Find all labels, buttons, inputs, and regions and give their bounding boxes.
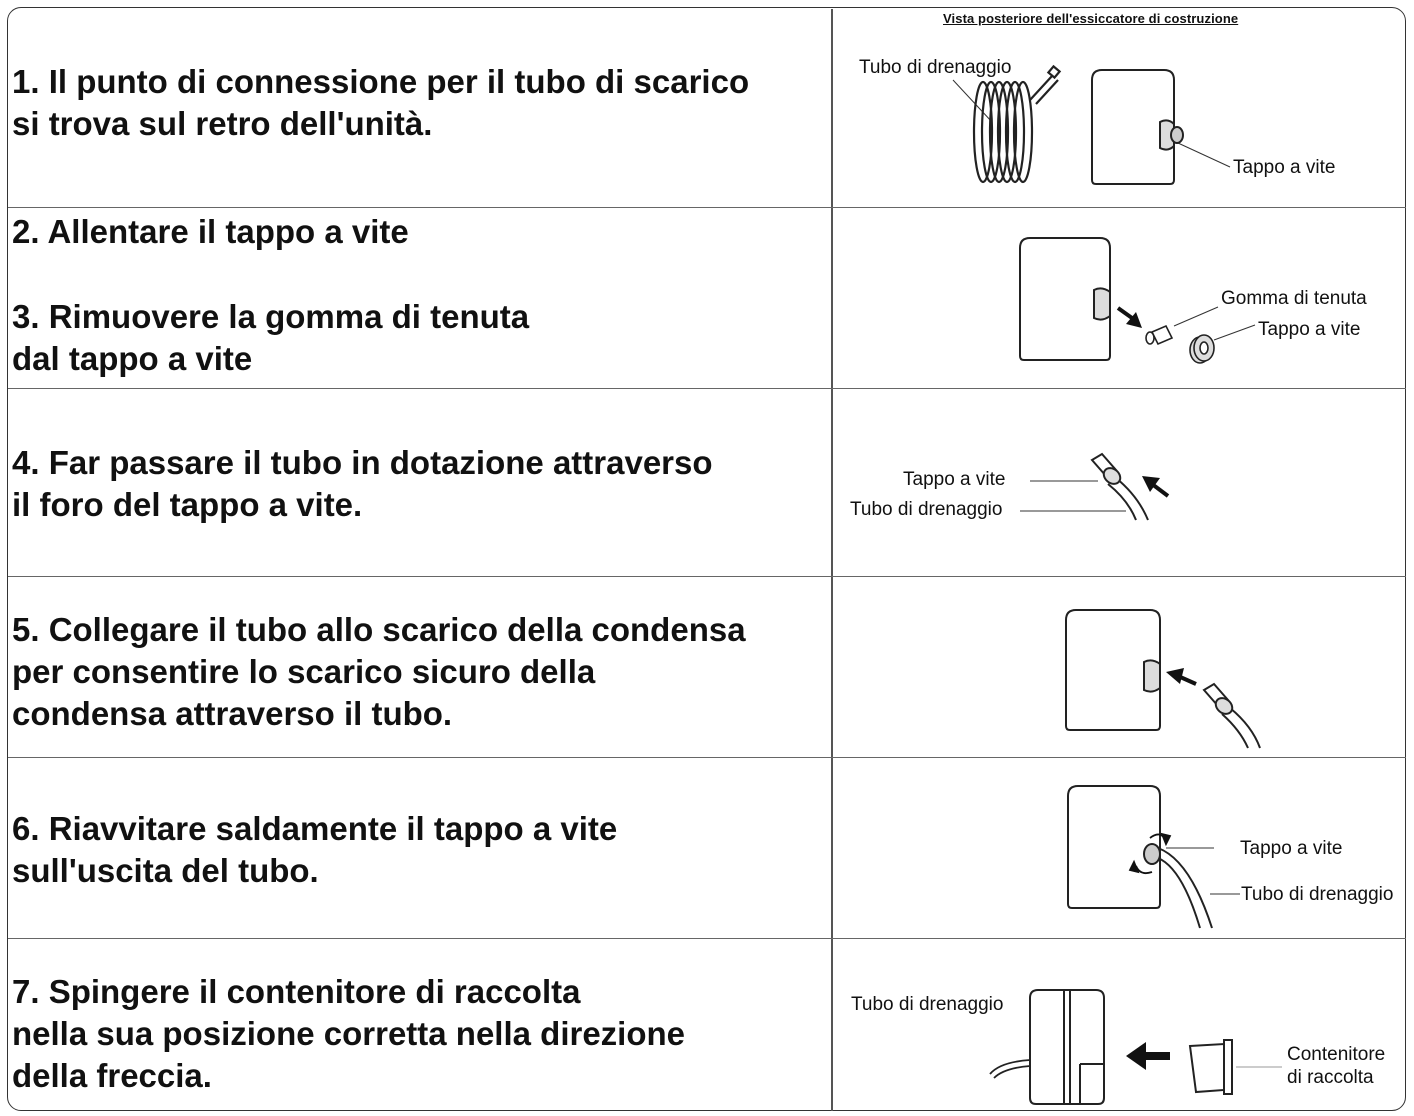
step-3-line-1: 3. Rimuovere la gomma di tenuta	[12, 298, 530, 335]
step-5-line-1: 5. Collegare il tubo allo scarico della …	[12, 611, 746, 648]
row2-illustration	[1010, 230, 1270, 370]
coiled-hose-icon	[974, 66, 1060, 182]
dryer-unit-icon	[1092, 70, 1183, 184]
step-5-line-2: per consentire lo scarico sicuro della	[12, 653, 596, 690]
row-divider	[8, 757, 1406, 758]
label-screw-cap-5: Tappo a vite	[1240, 838, 1343, 859]
label-drain-hose-3: Tubo di drenaggio	[850, 499, 1003, 520]
step-3-line-2: dal tappo a vite	[12, 340, 253, 377]
dryer-side-view-icon	[1030, 990, 1104, 1104]
hose-leader-line	[953, 80, 992, 122]
page-frame	[7, 7, 1406, 1111]
step-6-line-2: sull'uscita del tubo.	[12, 852, 319, 889]
label-screw-cap-3: Tappo a vite	[903, 469, 1006, 490]
dryer-unit-icon	[1068, 786, 1160, 908]
dryer-unit-icon	[1020, 238, 1110, 360]
step-4-text: 4. Far passare il tubo in dotazione attr…	[12, 442, 713, 526]
step-7-line-3: della freccia.	[12, 1057, 212, 1094]
label-seal: Gomma di tenuta	[1221, 288, 1367, 309]
label-drain-hose-6: Tubo di drenaggio	[851, 994, 1004, 1015]
arrow-up-left-icon	[1142, 476, 1168, 496]
illustration-caption: Vista posteriore dell'essiccatore di cos…	[943, 11, 1239, 26]
step-6-line-1: 6. Riavvitare saldamente il tappo a vite	[12, 810, 618, 847]
step-7-text: 7. Spingere il contenitore di raccolta n…	[12, 971, 685, 1097]
label-screw-cap-2: Tappo a vite	[1258, 319, 1361, 340]
row-divider	[8, 938, 1406, 939]
step-1-line-2: si trova sul retro dell'unità.	[12, 105, 433, 142]
connected-hose-icon	[1144, 844, 1212, 928]
step-7-line-1: 7. Spingere il contenitore di raccolta	[12, 973, 581, 1010]
step-4-line-1: 4. Far passare il tubo in dotazione attr…	[12, 444, 713, 481]
row4-illustration	[1060, 600, 1270, 750]
cap-leader-line	[1178, 143, 1230, 167]
label-container-line-2: di raccolta	[1287, 1067, 1374, 1088]
row-divider	[8, 576, 1406, 577]
label-drain-hose-5: Tubo di drenaggio	[1241, 884, 1394, 905]
row-divider	[8, 388, 1406, 389]
collection-container-icon	[1190, 1040, 1232, 1094]
label-screw-cap: Tappo a vite	[1233, 157, 1336, 178]
label-drain-hose: Tubo di drenaggio	[859, 57, 1012, 78]
cap-leader-line	[1214, 325, 1255, 340]
step-7-line-2: nella sua posizione corretta nella direz…	[12, 1015, 686, 1052]
hose-with-cap-icon	[1092, 454, 1148, 520]
row3-illustration	[1020, 445, 1180, 525]
row1-illustration	[940, 60, 1360, 190]
row5-illustration	[1060, 780, 1240, 930]
step-1-text: 1. Il punto di connessione per il tubo d…	[12, 61, 749, 145]
screw-cap-icon	[1190, 335, 1214, 363]
step-1-line-1: 1. Il punto di connessione per il tubo d…	[12, 63, 750, 100]
rotate-arrows-icon	[1128, 832, 1172, 873]
label-container-line-1: Contenitore	[1287, 1044, 1386, 1065]
arrow-left-icon	[1166, 668, 1196, 684]
step-5-text: 5. Collegare il tubo allo scarico della …	[12, 609, 746, 735]
step-3-text: 3. Rimuovere la gomma di tenuta dal tapp…	[12, 296, 529, 380]
seal-icon	[1146, 326, 1172, 344]
step-2-line-1: 2. Allentare il tappo a vite	[12, 213, 409, 250]
drain-hose-icon	[990, 1060, 1030, 1078]
seal-leader-line	[1174, 307, 1218, 326]
dryer-unit-icon	[1066, 610, 1160, 730]
step-4-line-2: il foro del tappo a vite.	[12, 486, 363, 523]
step-5-line-3: condensa attraverso il tubo.	[12, 695, 453, 732]
step-2-text: 2. Allentare il tappo a vite	[12, 211, 409, 253]
hose-with-cap-icon	[1204, 684, 1260, 748]
row6-illustration	[985, 982, 1285, 1108]
row-divider	[8, 207, 1406, 208]
step-6-text: 6. Riavvitare saldamente il tappo a vite…	[12, 808, 617, 892]
arrow-left-icon	[1126, 1042, 1170, 1070]
arrow-right-icon	[1118, 308, 1142, 328]
column-divider	[831, 9, 833, 1111]
